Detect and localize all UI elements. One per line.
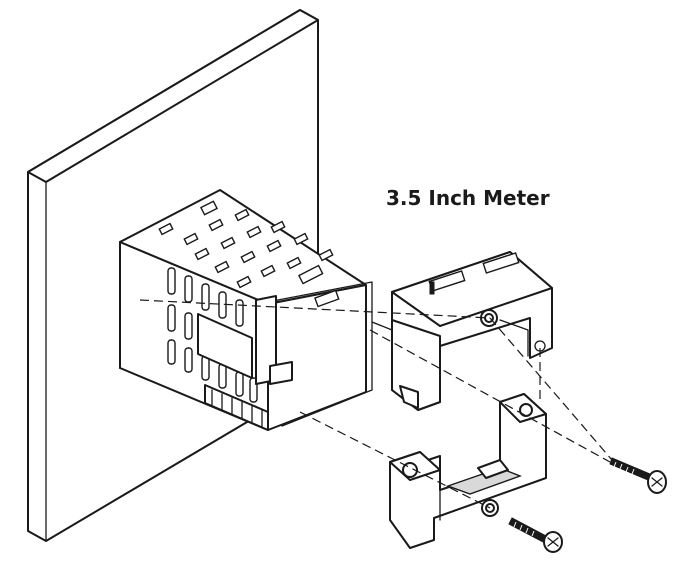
screw-right (609, 457, 667, 494)
alignment-guides (139, 299, 613, 509)
diagram-title: 3.5 Inch Meter (386, 186, 550, 210)
screw-bottom (508, 517, 563, 553)
upper-mounting-clip (371, 251, 553, 411)
side-vents (167, 267, 258, 403)
terminal-block (204, 384, 269, 431)
meter-body (119, 189, 373, 431)
lower-mounting-clip (389, 393, 547, 549)
top-vents (158, 200, 340, 308)
